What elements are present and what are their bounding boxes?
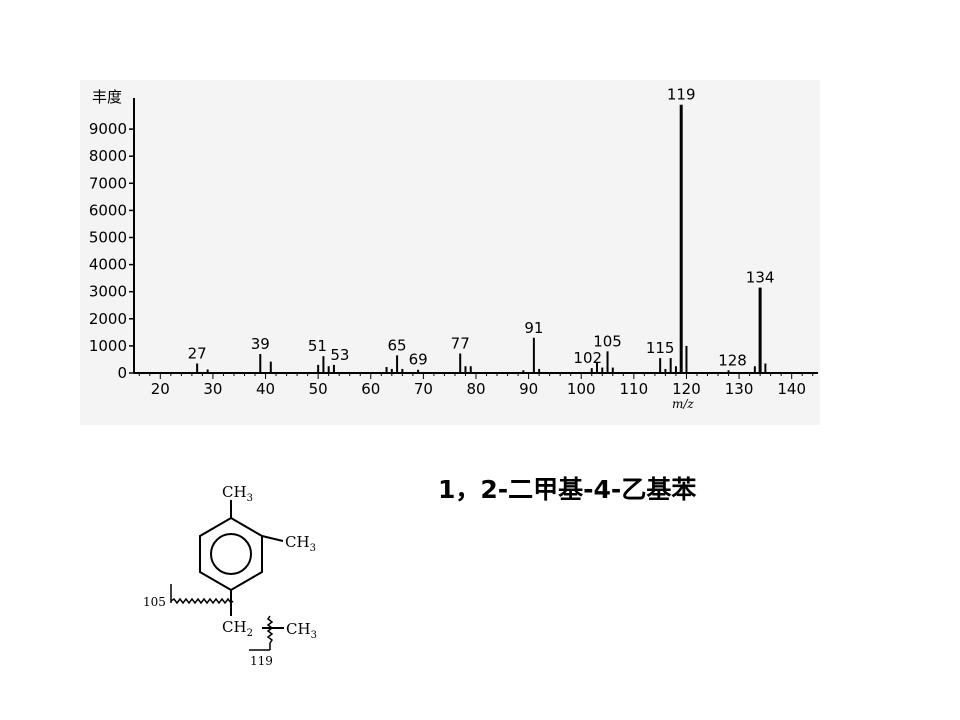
peak-label-119: 119 (667, 86, 696, 104)
chain-ch3-label: CH3 (286, 620, 317, 641)
x-tick-label: 20 (151, 380, 170, 398)
y-tick-label: 5000 (89, 229, 127, 247)
y-axis-label: 丰度 (92, 88, 122, 106)
x-tick-label: 120 (672, 380, 701, 398)
peak-label-115: 115 (646, 339, 675, 357)
peak-label-39: 39 (251, 335, 270, 353)
compound-name: 1，2-二甲基-4-乙基苯 (438, 475, 697, 504)
ch2-label: CH2 (222, 618, 253, 639)
peak-label-51: 51 (308, 337, 327, 355)
benzene-ring (199, 516, 263, 592)
top-methyl-label: CH3 (222, 483, 253, 504)
peak-label-69: 69 (409, 351, 428, 369)
x-tick-label: 60 (361, 380, 380, 398)
x-tick-label: 130 (725, 380, 754, 398)
peak-label-91: 91 (524, 319, 543, 337)
right-methyl-label: CH3 (285, 533, 316, 554)
x-tick-label: 40 (256, 380, 275, 398)
x-tick-label: 90 (519, 380, 538, 398)
peak-series (196, 104, 767, 373)
y-tick-label: 7000 (89, 174, 127, 192)
y-tick-label: 1000 (89, 337, 127, 355)
x-tick-label: 110 (620, 380, 649, 398)
y-tick-label: 9000 (89, 120, 127, 138)
peak-label-53: 53 (330, 346, 349, 364)
y-tick-label: 6000 (89, 201, 127, 219)
y-tick-label: 2000 (89, 310, 127, 328)
ring-aromatic-circle (210, 533, 252, 575)
wavy-cleavage-line-119 (266, 615, 274, 644)
x-axis-label: m/z (672, 397, 694, 411)
bonds (230, 500, 284, 629)
wavy-cleavage-line-105 (170, 597, 234, 605)
chart-background (80, 80, 820, 425)
x-tick-label: 50 (309, 380, 328, 398)
x-tick-label: 30 (203, 380, 222, 398)
peak-label-77: 77 (451, 334, 470, 352)
y-tick-label: 8000 (89, 147, 127, 165)
x-tick-label: 80 (466, 380, 485, 398)
y-axis-ticks: 0 1000 2000 3000 4000 5000 6000 7000 8000 9000 (89, 120, 134, 382)
x-axis-ticks: 20 30 40 50 60 70 80 90 100 110 120 130 140 (138, 373, 814, 398)
cleavage-105 (170, 584, 234, 605)
peak-label-128: 128 (718, 351, 747, 369)
peak-label-27: 27 (188, 345, 207, 363)
bond-right-methyl (261, 535, 284, 542)
x-tick-label: 70 (414, 380, 433, 398)
y-tick-label: 4000 (89, 256, 127, 274)
y-tick-label: 3000 (89, 283, 127, 301)
y-tick-label: 0 (117, 364, 127, 382)
peak-label-134: 134 (746, 269, 775, 287)
peak-label-102: 102 (573, 349, 602, 367)
x-tick-label: 100 (567, 380, 596, 398)
cleavage-119 (249, 615, 274, 651)
x-tick-label: 140 (777, 380, 806, 398)
peak-label-105: 105 (593, 332, 622, 350)
ring-hexagon (199, 516, 263, 592)
peak-label-65: 65 (388, 336, 407, 354)
cleavage-label-119: 119 (250, 654, 273, 668)
cleavage-label-105: 105 (143, 595, 166, 609)
